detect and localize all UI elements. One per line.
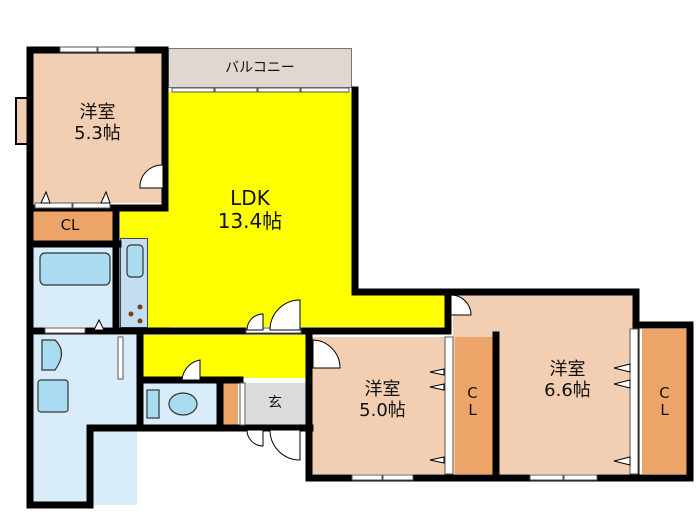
room-size: 5.3帖 <box>74 122 121 144</box>
room-size: 13.4帖 <box>217 209 283 233</box>
label-bedroom-east: 洋室 6.6帖 <box>525 359 610 401</box>
room-hallway <box>143 335 306 378</box>
room-name: 洋室 <box>364 379 401 400</box>
closet-name: CL <box>60 216 80 234</box>
room-closet-center-fill <box>455 337 493 474</box>
room-shoe-closet <box>223 383 238 425</box>
room-name: 洋室 <box>79 102 116 123</box>
label-bedroom-nw: 洋室 5.3帖 <box>55 102 140 144</box>
label-closet-east: C L <box>652 384 677 420</box>
label-balcony: バルコニー <box>190 60 330 76</box>
closet-line1: C <box>467 384 478 402</box>
balcony-name: バルコニー <box>225 60 295 76</box>
closet-line2: L <box>660 401 669 420</box>
room-name: 洋室 <box>549 359 586 380</box>
label-bedroom-center: 洋室 5.0帖 <box>340 379 425 421</box>
closet-line2: L <box>468 401 477 420</box>
entrance-name: 玄 <box>268 395 282 411</box>
room-ldk-right <box>352 295 445 327</box>
room-name: LDK <box>230 186 270 210</box>
label-ldk: LDK 13.4帖 <box>200 187 300 233</box>
room-closet-nw <box>33 211 113 241</box>
label-closet-center: C L <box>460 384 485 420</box>
label-closet-nw: CL <box>40 216 100 234</box>
room-ldk <box>168 92 352 327</box>
room-size: 6.6帖 <box>544 379 591 401</box>
label-entrance: 玄 <box>260 395 290 411</box>
room-entrance <box>246 383 306 425</box>
room-size: 5.0帖 <box>359 399 406 421</box>
closet-line1: C <box>659 384 670 402</box>
room-closet-east <box>642 329 687 474</box>
